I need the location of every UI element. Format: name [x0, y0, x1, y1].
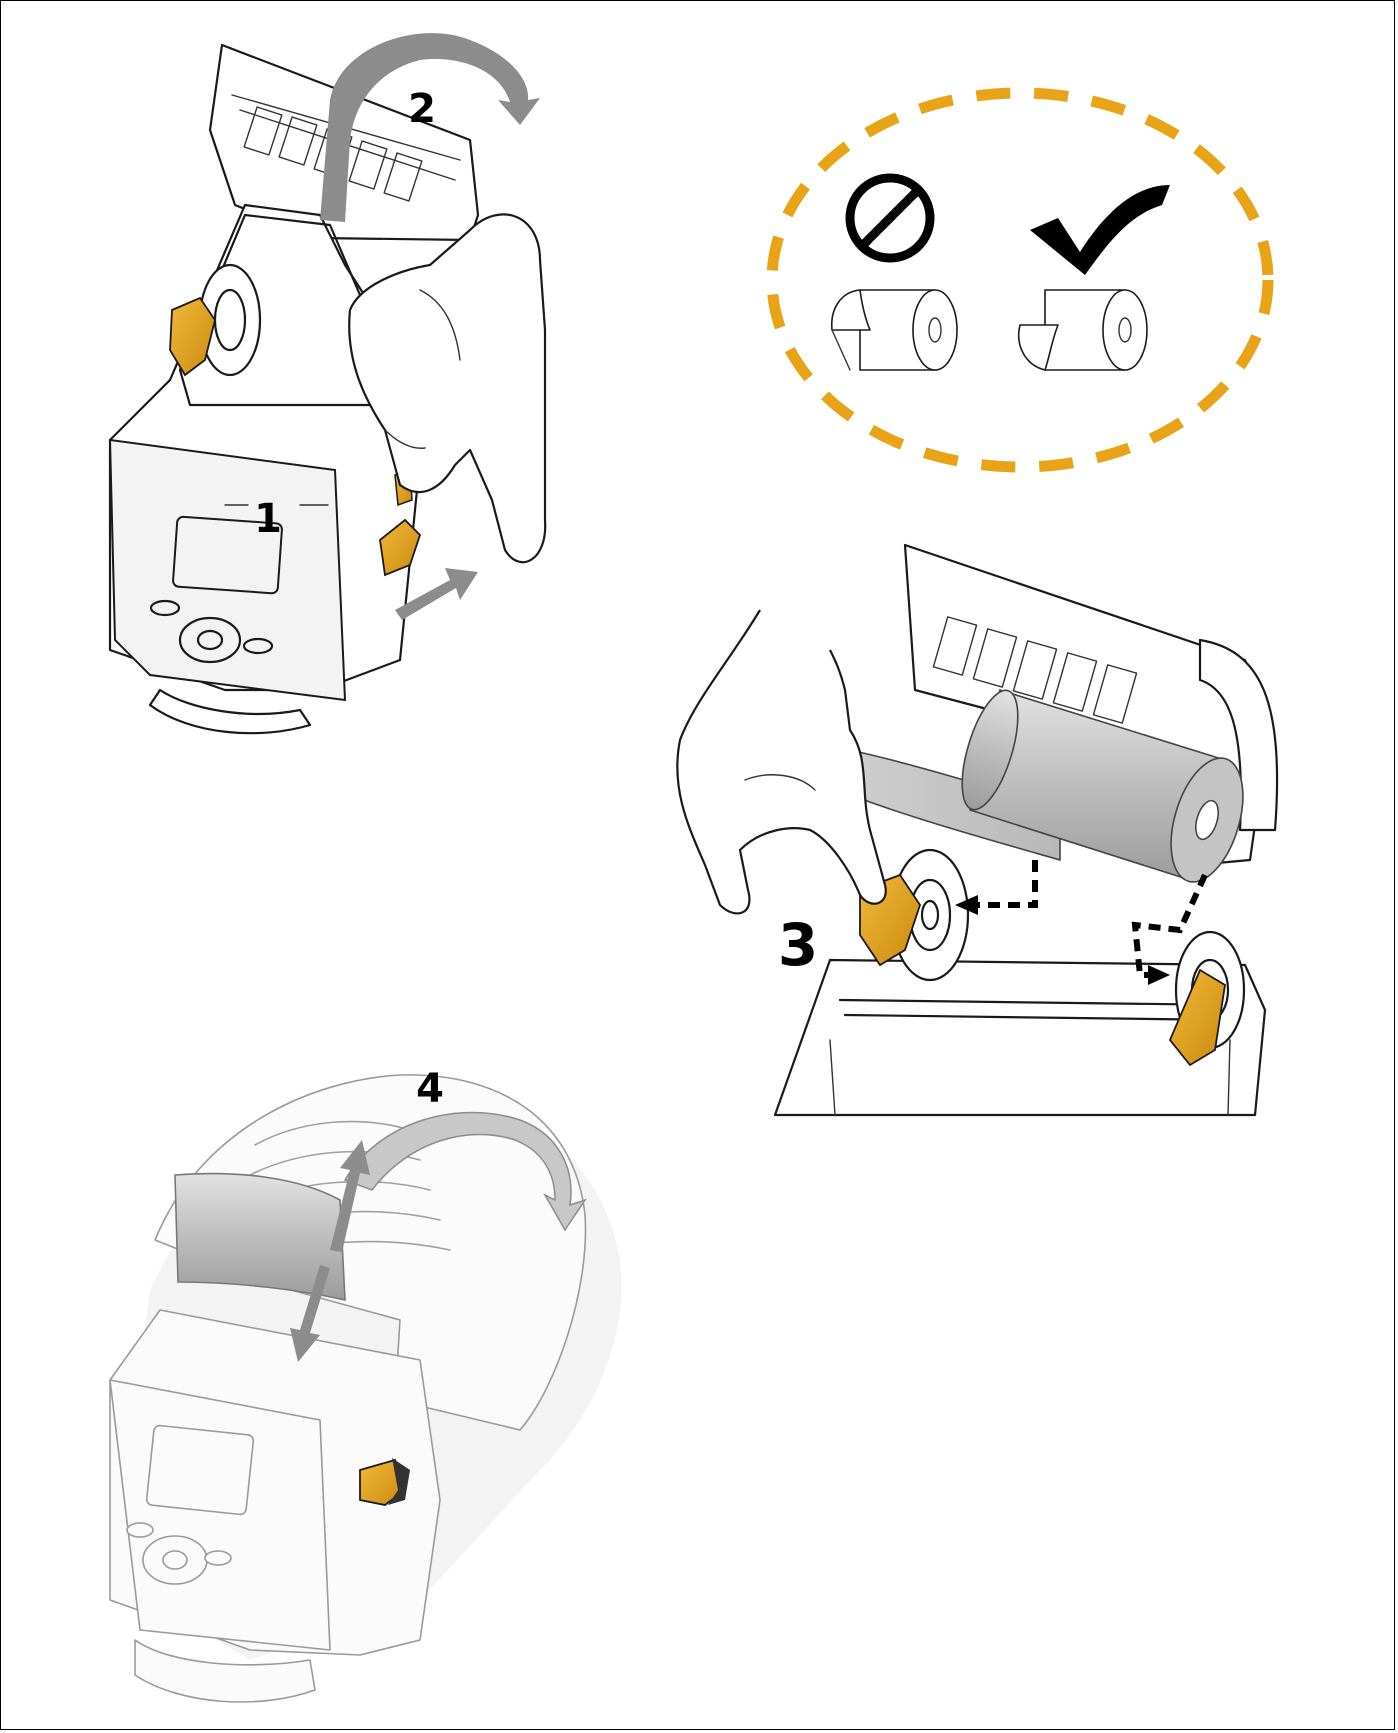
- release-latch: [379, 518, 422, 577]
- insertion-guide-arrows: [975, 860, 1208, 978]
- printer-closing-illustration: [109, 1074, 622, 1703]
- lid-close-arrow: [343, 1111, 587, 1232]
- media-roll-incorrect: [831, 289, 958, 371]
- step-3-label: 3: [778, 911, 818, 979]
- media-holder-latch-3-right: [1168, 968, 1226, 1067]
- media-orientation-callout: [766, 87, 1274, 473]
- printer-keypad: [149, 599, 274, 664]
- release-arrow: [395, 568, 478, 620]
- step-2-label: 2: [408, 86, 436, 132]
- dashed-callout-circle: [766, 87, 1274, 473]
- printer-display: [172, 515, 283, 595]
- printer-display-4: [145, 1424, 255, 1516]
- checkmark-icon: [1030, 185, 1170, 275]
- step-4-label: 4: [416, 1066, 444, 1112]
- roll-loading-illustration: [676, 543, 1279, 1117]
- media-roll: [961, 688, 1244, 883]
- printer-opening-illustration: [108, 33, 547, 735]
- paper-exit: [174, 1172, 346, 1302]
- lid-open-arrow: [320, 33, 540, 222]
- step-1-label: 1: [254, 496, 282, 542]
- paper-adjust-arrows: [290, 1140, 370, 1362]
- media-paper-leader: [837, 747, 1061, 862]
- hand-opening-lid: [348, 213, 547, 564]
- printer-keypad-4: [126, 1522, 232, 1585]
- prohibited-icon: [845, 173, 935, 263]
- hand-loading-roll: [676, 609, 887, 915]
- media-holder-latch-left: [169, 296, 216, 377]
- media-roll-correct: [1018, 289, 1148, 371]
